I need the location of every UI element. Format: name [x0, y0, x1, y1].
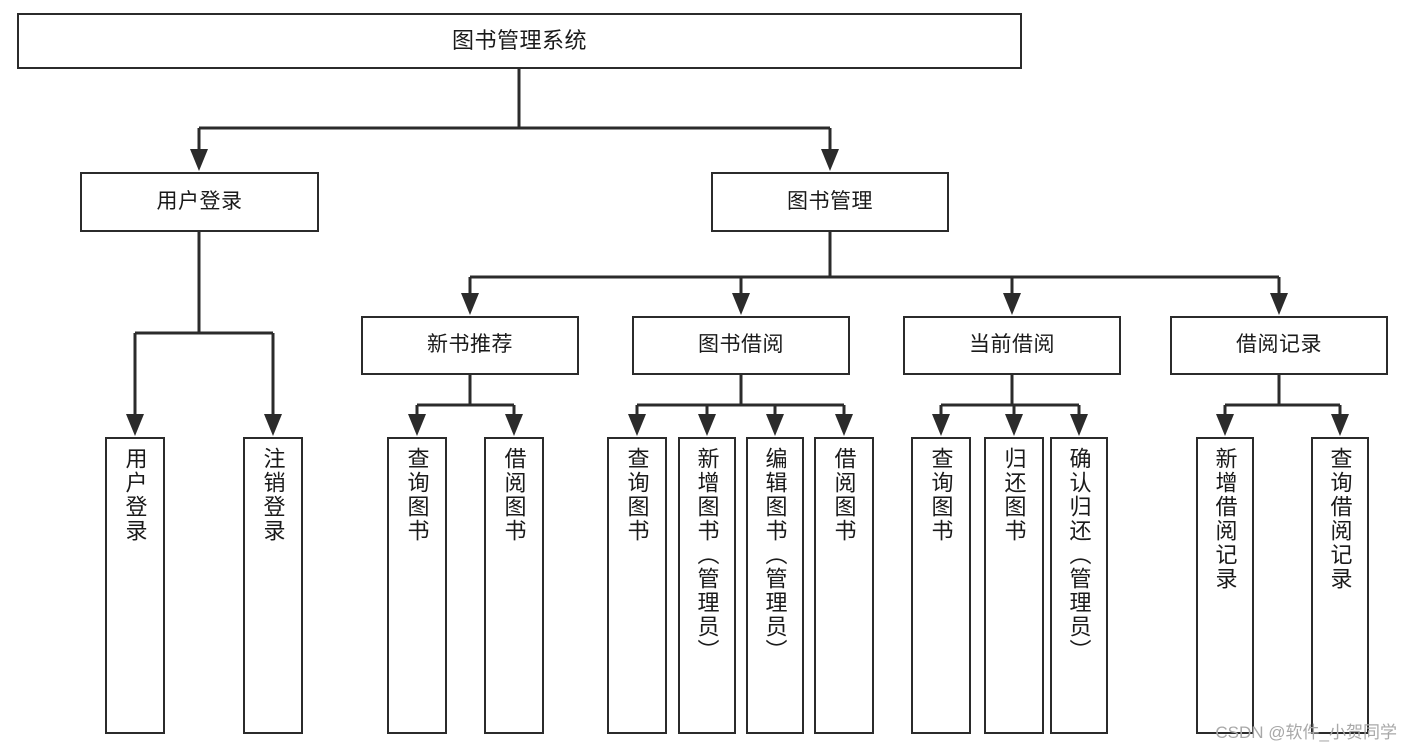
- node-current_borrow[interactable]: 当前借阅: [903, 316, 1121, 375]
- node-leaf_query_book_3[interactable]: 查询图书: [911, 437, 971, 734]
- node-leaf_query_record[interactable]: 查询借阅记录: [1311, 437, 1369, 734]
- node-label-leaf_add_book: 新增图书（管理员）: [694, 447, 720, 663]
- node-label-leaf_logout: 注销登录: [260, 447, 286, 543]
- node-label-leaf_borrow_book_2: 借阅图书: [831, 447, 857, 543]
- node-label-book_borrow: 图书借阅: [698, 333, 784, 357]
- node-leaf_query_book_2[interactable]: 查询图书: [607, 437, 667, 734]
- node-label-user_login: 用户登录: [156, 189, 243, 213]
- node-leaf_edit_book[interactable]: 编辑图书（管理员）: [746, 437, 804, 734]
- node-leaf_add_book[interactable]: 新增图书（管理员）: [678, 437, 736, 734]
- node-label-book_manage: 图书管理: [787, 189, 873, 213]
- node-leaf_borrow_book_2[interactable]: 借阅图书: [814, 437, 874, 734]
- node-label-leaf_query_book_1: 查询图书: [404, 447, 430, 543]
- node-borrow_record[interactable]: 借阅记录: [1170, 316, 1388, 375]
- node-leaf_add_record[interactable]: 新增借阅记录: [1196, 437, 1254, 734]
- node-label-leaf_query_record: 查询借阅记录: [1327, 447, 1353, 591]
- node-label-leaf_edit_book: 编辑图书（管理员）: [762, 447, 788, 663]
- node-leaf_confirm_return[interactable]: 确认归还（管理员）: [1050, 437, 1108, 734]
- node-label-leaf_return_book: 归还图书: [1001, 447, 1027, 543]
- node-undefined[interactable]: 图书管理系统: [17, 13, 1022, 69]
- node-leaf_user_login[interactable]: 用户登录: [105, 437, 165, 734]
- node-book_manage[interactable]: 图书管理: [711, 172, 949, 232]
- node-label-leaf_add_record: 新增借阅记录: [1212, 447, 1238, 591]
- node-leaf_return_book[interactable]: 归还图书: [984, 437, 1044, 734]
- node-label-current_borrow: 当前借阅: [969, 333, 1055, 357]
- node-label-leaf_user_login: 用户登录: [122, 447, 148, 543]
- node-label-leaf_confirm_return: 确认归还（管理员）: [1066, 447, 1092, 663]
- node-user_login[interactable]: 用户登录: [80, 172, 319, 232]
- node-label-borrow_record: 借阅记录: [1236, 333, 1322, 357]
- node-leaf_logout[interactable]: 注销登录: [243, 437, 303, 734]
- node-leaf_borrow_book_1[interactable]: 借阅图书: [484, 437, 544, 734]
- node-new_book_rec[interactable]: 新书推荐: [361, 316, 579, 375]
- node-label-leaf_query_book_3: 查询图书: [928, 447, 954, 543]
- node-label-undefined: 图书管理系统: [451, 28, 587, 54]
- watermark: CSDN @软件_小贺同学: [1215, 723, 1397, 742]
- node-leaf_query_book_1[interactable]: 查询图书: [387, 437, 447, 734]
- node-label-new_book_rec: 新书推荐: [427, 333, 513, 357]
- node-book_borrow[interactable]: 图书借阅: [632, 316, 850, 375]
- node-label-leaf_query_book_2: 查询图书: [624, 447, 650, 543]
- node-label-leaf_borrow_book_1: 借阅图书: [501, 447, 527, 543]
